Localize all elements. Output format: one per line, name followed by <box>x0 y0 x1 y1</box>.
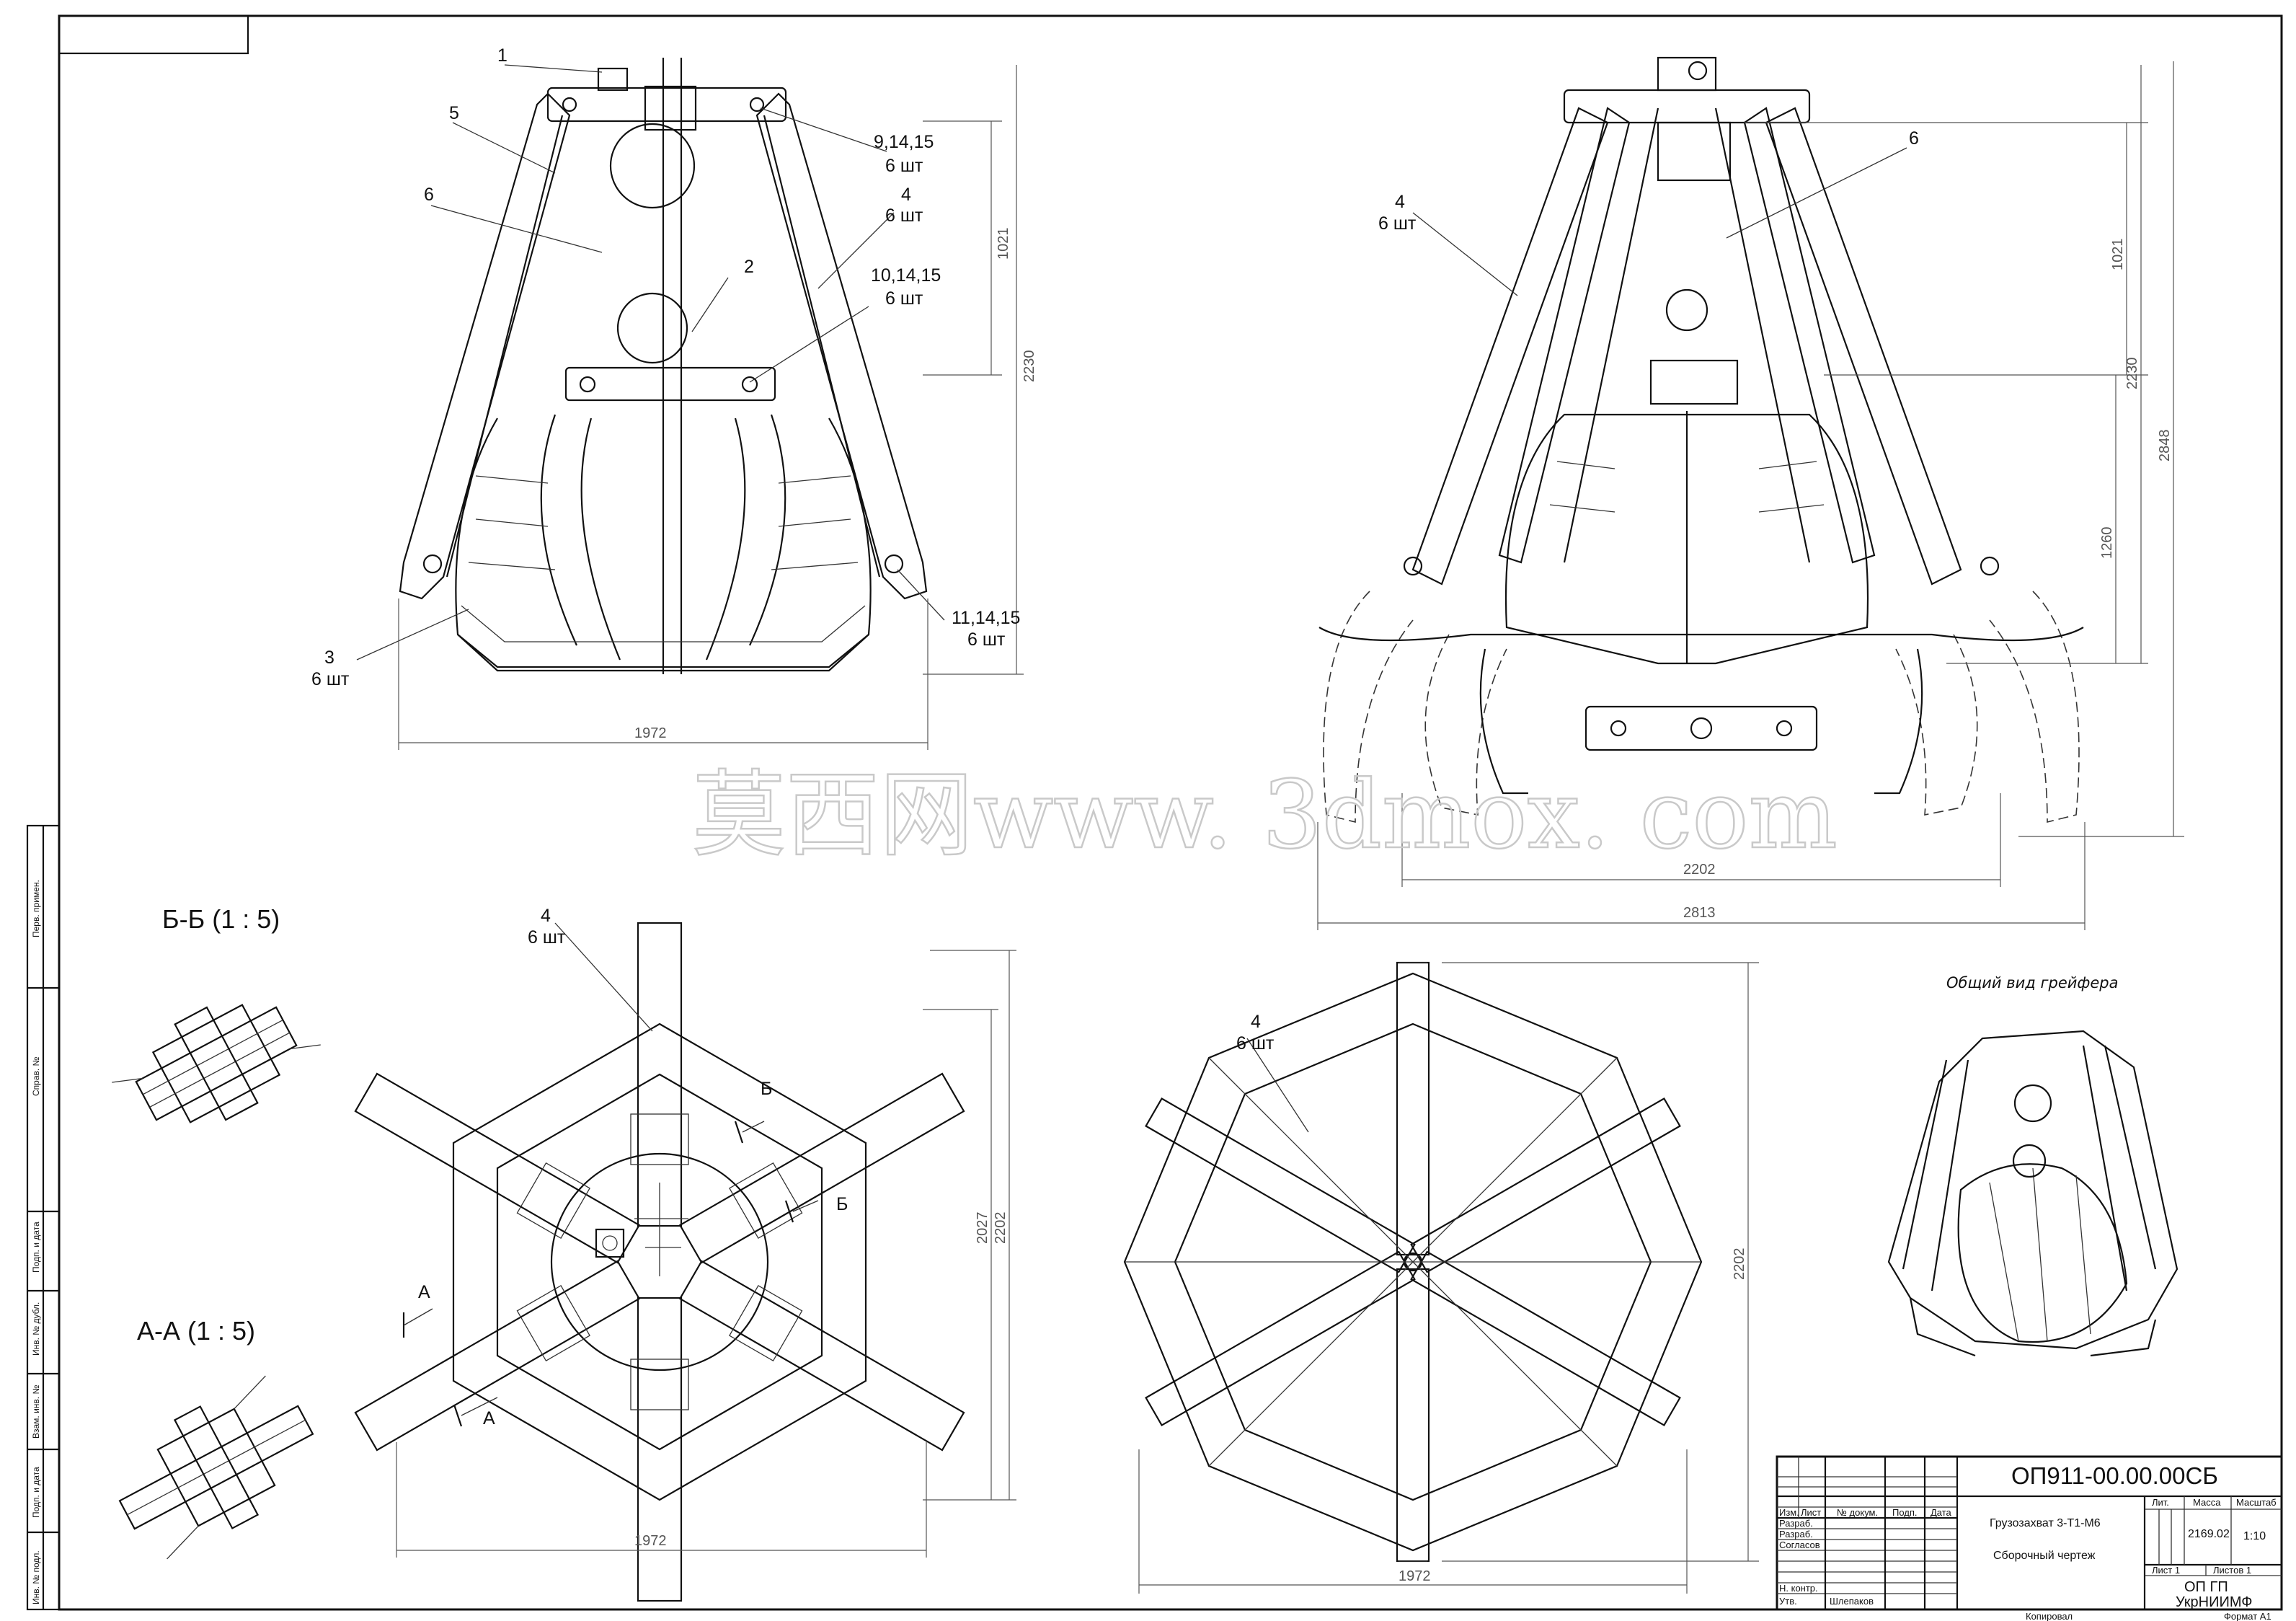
revision-header-date: Дата <box>1931 1507 1952 1518</box>
sheet-frame <box>58 14 2283 1611</box>
lit-label: Лит. <box>2152 1497 2169 1508</box>
role-norm-control: Н. контр. <box>1779 1583 1818 1594</box>
callout-label: 10,14,15 <box>871 265 941 286</box>
callout-quantity: 6 шт <box>967 630 1006 650</box>
side-view: 4 6 шт 6 1021 2230 1260 2848 2202 2813 <box>1317 56 2184 930</box>
dimension-value: 1021 <box>2110 239 2126 271</box>
copied-label: Копировал <box>2026 1611 2073 1621</box>
dimension-value: 1972 <box>1399 1568 1431 1584</box>
general-view-isometric <box>1887 1030 2178 1357</box>
callout-quantity: 6 шт <box>1236 1033 1275 1054</box>
section-bb <box>112 1004 321 1123</box>
callout-label: 5 <box>449 103 459 123</box>
callout-label: 11,14,15 <box>952 608 1020 628</box>
role-approved: Согласов <box>1779 1540 1820 1550</box>
organization-line2: УкрНИИМФ <box>2176 1594 2253 1610</box>
section-bb-label: Б-Б (1 : 5) <box>162 904 280 934</box>
callout-quantity: 6 шт <box>528 927 566 948</box>
organization-line1: ОП ГП <box>2184 1579 2228 1595</box>
callout-quantity: 6 шт <box>885 156 923 176</box>
scale-value: 1:10 <box>2243 1530 2266 1542</box>
section-mark: А <box>483 1408 495 1428</box>
callout-quantity: 6 шт <box>311 669 350 689</box>
section-aa <box>118 1375 314 1560</box>
side-stamp-label: Подп. и дата <box>31 1222 41 1273</box>
revision-header-docno: № докум. <box>1837 1507 1878 1518</box>
callout-label: 6 <box>424 185 434 205</box>
front-view: 1 5 6 9,14,15 6 шт 4 6 шт 2 10,14,15 6 ш… <box>311 45 1037 750</box>
callout-label: 9,14,15 <box>874 132 934 152</box>
callout-label: 6 <box>1909 128 1919 149</box>
plan-view-closed <box>354 922 965 1602</box>
section-mark: Б <box>761 1079 772 1099</box>
dimension-value: 1972 <box>634 1533 667 1549</box>
revision-header-change: Изм. <box>1779 1507 1799 1518</box>
product-name: Грузозахват 3-Т1-М6 <box>1990 1517 2101 1529</box>
approver-name: Шлепаков <box>1830 1596 1874 1607</box>
document-type: Сборочный чертеж <box>1993 1550 2096 1562</box>
side-stamp-label: Взам. инв. № <box>31 1385 41 1439</box>
plan-view-open <box>1123 961 1703 1563</box>
dimension-value: 2230 <box>2124 358 2140 390</box>
section-mark: Б <box>836 1194 848 1214</box>
side-stamp-label: Инв. № дубл. <box>31 1302 41 1356</box>
plan-view-closed-annotations: 4 6 шт Б Б А А 2027 2202 1972 <box>396 906 1016 1558</box>
format-label: Формат А1 <box>2224 1611 2271 1621</box>
mass-value: 2169.02 <box>2188 1528 2230 1540</box>
callout-label: 4 <box>1395 192 1405 212</box>
callout-label: 1 <box>497 45 507 66</box>
dimension-value: 2202 <box>993 1212 1009 1245</box>
role-approver: Утв. <box>1779 1596 1797 1607</box>
watermark: 莫西网www. 3dmox. com <box>692 760 1838 870</box>
revision-header-signature: Подп. <box>1892 1507 1918 1518</box>
side-stamp-label: Справ. № <box>31 1056 41 1096</box>
side-stamp-label: Инв. № подл. <box>31 1550 41 1604</box>
sheet-number: Лист 1 <box>2152 1565 2180 1576</box>
side-stamp-label: Подп. и дата <box>31 1467 41 1518</box>
dimension-value: 2813 <box>1683 905 1716 921</box>
section-aa-label: А-А (1 : 5) <box>137 1316 255 1346</box>
role-developer: Разраб. <box>1779 1518 1813 1529</box>
dimension-value: 2202 <box>1732 1248 1747 1281</box>
sheet-count: Листов 1 <box>2213 1565 2251 1576</box>
role-developer: Разраб. <box>1779 1529 1813 1540</box>
callout-label: 3 <box>324 648 334 668</box>
general-view-title: Общий вид грейфера <box>1946 974 2118 991</box>
dimension-value: 2027 <box>975 1212 990 1245</box>
callout-label: 4 <box>541 906 551 926</box>
plan-view-open-annotations: 4 6 шт 2202 1972 <box>1138 962 1759 1594</box>
callout-label: 4 <box>901 185 911 205</box>
dimension-value: 1972 <box>634 725 667 741</box>
dimension-value: 2848 <box>2157 430 2173 462</box>
callout-label: 4 <box>1251 1012 1261 1032</box>
callout-quantity: 6 шт <box>885 288 923 309</box>
side-stamp: Перв. примен. Справ. № Подп. и дата Инв.… <box>26 824 61 1611</box>
dimension-value: 1260 <box>2099 527 2115 560</box>
callout-quantity: 6 шт <box>1378 213 1417 234</box>
drawing-designation: ОП911-00.00.00СБ <box>2011 1462 2218 1489</box>
dimension-value: 2202 <box>1683 862 1716 878</box>
dimension-value: 2230 <box>1021 350 1037 383</box>
callout-label: 2 <box>744 257 754 277</box>
revision-header-sheet: Лист <box>1801 1507 1821 1518</box>
callout-quantity: 6 шт <box>885 206 923 226</box>
scale-label: Масштаб <box>2236 1497 2277 1508</box>
title-block: Изм. Лист № докум. Подп. Дата Разраб. Ра… <box>1776 1455 2283 1621</box>
dimension-value: 1021 <box>996 228 1011 260</box>
side-stamp-label: Перв. примен. <box>31 880 41 937</box>
mass-label: Масса <box>2193 1497 2221 1508</box>
section-mark: А <box>418 1282 430 1302</box>
